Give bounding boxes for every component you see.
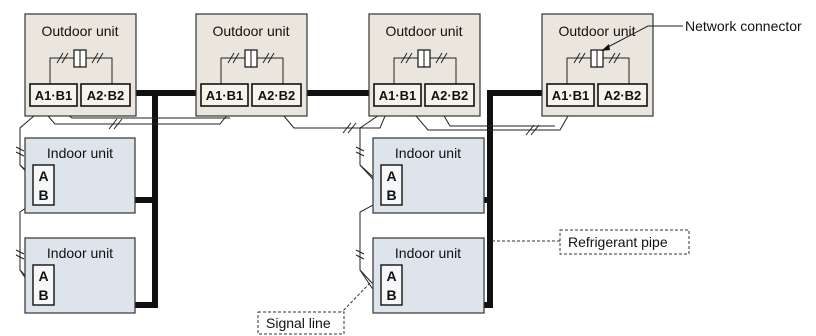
signal-line-callout: Signal line [257,282,371,335]
terminal-a-label: A [38,268,48,284]
refrigerant-pipes [132,90,545,308]
terminal-a2b2: A2·B2 [424,83,475,107]
network-connector-label: Network connector [685,18,802,34]
terminal-ab: A B [32,264,55,306]
network-connector [566,49,630,84]
indoor-unit-title: Indoor unit [395,245,461,261]
signal-line-label: Signal line [266,315,331,331]
terminal-a2b2-label: A2·B2 [258,88,296,103]
terminal-ab: A B [380,264,403,306]
terminal-a1b1: A1·B1 [200,83,249,107]
terminal-a1b1-label: A1·B1 [379,88,417,103]
network-connector-callout: Network connector [601,18,802,51]
terminal-a2b2-label: A2·B2 [431,88,469,103]
network-connector [393,49,457,84]
outdoor-unit-title: Outdoor unit [41,23,118,39]
terminal-b-label: B [38,187,48,203]
indoor-unit-4: Indoor unit A B [372,237,485,314]
indoor-unit-title: Indoor unit [47,145,113,161]
terminal-a2b2-label: A2·B2 [604,88,642,103]
terminal-a1b1: A1·B1 [373,83,422,107]
terminal-a2b2-label: A2·B2 [87,88,125,103]
terminal-a1b1-label: A1·B1 [35,88,73,103]
terminal-a-label: A [386,268,396,284]
terminal-a1b1-label: A1·B1 [206,88,244,103]
outdoor-unit-2: Outdoor unit A1·B1 A2·B2 [195,13,308,117]
terminal-a1b1-label: A1·B1 [552,88,590,103]
terminal-ab: A B [380,164,403,206]
indoor-unit-3: Indoor unit A B [372,137,485,214]
outdoor-unit-4: Outdoor unit A1·B1 A2·B2 [541,13,654,117]
terminal-a-label: A [38,168,48,184]
terminal-b-label: B [386,187,396,203]
network-connector [220,49,284,84]
outdoor-unit-title: Outdoor unit [385,23,462,39]
outdoor-unit-3: Outdoor unit A1·B1 A2·B2 [368,13,481,117]
outdoor-unit-1: Outdoor unit A1·B1 A2·B2 [24,13,137,117]
indoor-unit-title: Indoor unit [47,245,113,261]
terminal-a2b2: A2·B2 [251,83,302,107]
terminal-b-label: B [38,287,48,303]
indoor-unit-1: Indoor unit A B [24,137,136,214]
terminal-ab: A B [32,164,55,206]
terminal-a1b1: A1·B1 [546,83,595,107]
indoor-unit-2: Indoor unit A B [24,237,136,314]
terminal-a2b2: A2·B2 [80,83,131,107]
terminal-a-label: A [386,168,396,184]
outdoor-unit-title: Outdoor unit [212,23,289,39]
indoor-unit-title: Indoor unit [395,145,461,161]
terminal-b-label: B [386,287,396,303]
terminal-a1b1: A1·B1 [29,83,78,107]
network-connector [49,49,113,84]
terminal-a2b2: A2·B2 [597,83,648,107]
outdoor-unit-title: Outdoor unit [558,23,635,39]
refrigerant-pipe-callout: Refrigerant pipe [492,229,690,255]
refrigerant-pipe-label: Refrigerant pipe [568,234,668,250]
